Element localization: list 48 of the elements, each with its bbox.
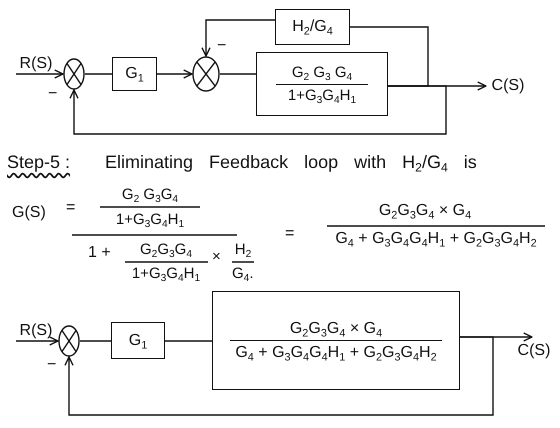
step-heading: Step-5 : (7, 151, 70, 174)
signal-label: C(S) (486, 76, 530, 96)
arrow (157, 69, 193, 79)
transfer-function-block (256, 52, 388, 116)
feedback-block (275, 9, 350, 45)
transfer-function-block (212, 291, 460, 390)
signal-label: R(S) (16, 54, 56, 74)
arrow (64, 336, 494, 416)
minus-sign: − (47, 355, 56, 375)
math-expression: G(S) (12, 203, 46, 223)
numerator: G$_{2}$ G$_{3}$G$_{4}$ (122, 185, 178, 204)
signal-label: R(S) (16, 321, 56, 341)
multiply-sign: × (212, 247, 221, 266)
minus-sign: − (217, 36, 226, 56)
numerator: G$_{2}$G$_{3}$G$_{4}$ × G$_{4}$ (378, 201, 472, 222)
numerator: G$_{2}$G$_{3}$G$_{4}$ × G$_{4}$ (290, 318, 382, 338)
numerator: G$_{2}$G$_{3}$G$_{4}$ (140, 240, 192, 260)
arrow (16, 69, 64, 79)
denominator: G$_{4}$ + G$_{3}$G$_{4}$G$_{4}$H$_{1}$ + G$_{2}$G$_{3}$G$_{4}$H$_{2}$ (335, 229, 537, 250)
arrow (16, 336, 59, 346)
minus-sign: − (48, 84, 58, 104)
arrow (201, 19, 275, 57)
denominator: G$_{4}$ + G$_{3}$G$_{4}$G$_{4}$H$_{1}$ + G$_{2}$G$_{3}$G$_{4}$H$_{2}$ (235, 343, 437, 362)
equals-sign: = (285, 224, 294, 244)
summing-junction (63, 58, 85, 90)
transfer-function: H$_{2}$/G$_{4}$ (292, 17, 333, 37)
equals-sign: = (66, 198, 76, 218)
summing-junction (58, 325, 80, 357)
connector-line (220, 73, 256, 75)
signal-label: C(S) (512, 337, 556, 361)
math-expression: 1 + (88, 243, 111, 263)
arrow (69, 85, 447, 135)
denominator: 1+G$_{3}$G$_{4}$H$_{1}$ (132, 264, 200, 284)
summing-junction (192, 56, 220, 92)
denominator: G$_{4}$. (232, 264, 254, 284)
connector-line (165, 340, 212, 342)
denominator: 1+G$_{3}$G$_{4}$H$_{1}$ (288, 86, 356, 104)
denominator: 1+G$_{3}$G$_{4}$H$_{1}$ (116, 210, 184, 230)
connector-line (80, 340, 111, 342)
step-description: Eliminating Feedback loop with H$_{2}$/G$_{4}$ is (105, 151, 477, 177)
transfer-function: G$_{1}$ (125, 64, 144, 84)
numerator: G$_{2}$ G$_{3}$ G$_{4}$ (292, 64, 352, 82)
gain-block (112, 57, 157, 91)
connector-line (85, 73, 112, 75)
numerator: H$_{2}$ (234, 240, 252, 260)
connector-line (350, 26, 429, 87)
gain-block (111, 322, 165, 359)
transfer-function: G$_{1}$ (128, 330, 148, 350)
